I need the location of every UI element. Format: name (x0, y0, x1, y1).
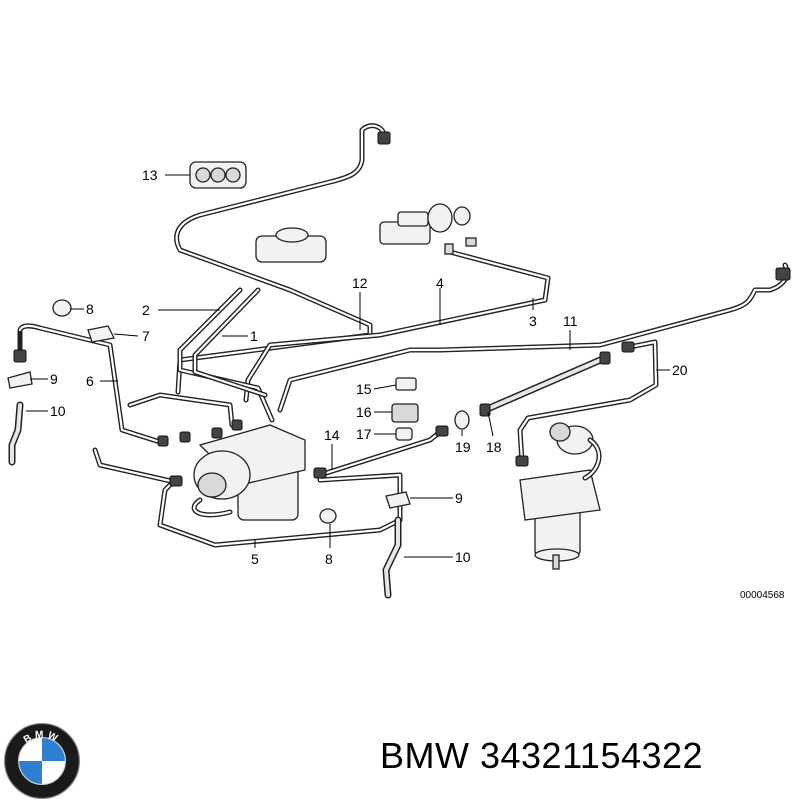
brake-booster (519, 422, 602, 570)
brake-hose-10-left (8, 401, 24, 466)
callout-7: 7 (142, 328, 150, 344)
bmw-logo: BMW (3, 722, 81, 800)
callout-3: 3 (529, 313, 537, 329)
clip-9-bottom (385, 491, 411, 509)
callout-6: 6 (86, 373, 94, 389)
callout-10-left: 10 (50, 403, 66, 419)
callout-15: 15 (356, 381, 372, 397)
brake-parts (7, 131, 791, 599)
grommet-19 (454, 410, 470, 430)
clip-16 (391, 403, 419, 423)
callout-9-bottom: 9 (455, 490, 463, 506)
clip-9-left (7, 371, 33, 389)
callout-10-bottom: 10 (455, 549, 471, 565)
grommet-8-bottom (319, 508, 337, 524)
fluid-reservoir (255, 227, 327, 263)
bracket-15 (395, 377, 417, 391)
pipe-fittings (13, 131, 791, 487)
clip-17 (395, 427, 413, 441)
grommet-8-top (52, 299, 72, 317)
callout-11: 11 (563, 313, 578, 329)
brake-hose-10-bottom (382, 516, 402, 599)
callout-4: 4 (436, 275, 444, 291)
master-cylinder (379, 203, 477, 255)
part-number-text: BMW 34321154322 (380, 735, 704, 776)
bracket-7 (87, 325, 115, 343)
callout-20: 20 (672, 362, 688, 378)
callout-2: 2 (142, 302, 150, 318)
diagram-reference-number: 00004568 (740, 590, 785, 601)
callout-18: 18 (486, 439, 502, 455)
callout-5: 5 (251, 551, 259, 567)
callout-8-bottom: 8 (325, 551, 333, 567)
callout-1: 1 (250, 328, 258, 344)
callout-14: 14 (324, 427, 340, 443)
logo-letters: BMW (22, 729, 59, 746)
callout-16: 16 (356, 404, 372, 420)
callout-19: 19 (455, 439, 471, 455)
callout-17: 17 (356, 426, 372, 442)
callout-8-top: 8 (86, 301, 94, 317)
svg-text:BMW: BMW (22, 729, 62, 746)
callout-9-left: 9 (50, 371, 58, 387)
abs-unit (191, 424, 306, 521)
pipe-clip-13 (189, 161, 247, 189)
callout-12: 12 (352, 275, 368, 291)
callout-labels: 13 2 1 12 4 3 11 8 7 9 6 10 20 15 16 17 … (50, 167, 785, 601)
leader-lines (26, 174, 670, 558)
callout-13: 13 (142, 167, 158, 183)
